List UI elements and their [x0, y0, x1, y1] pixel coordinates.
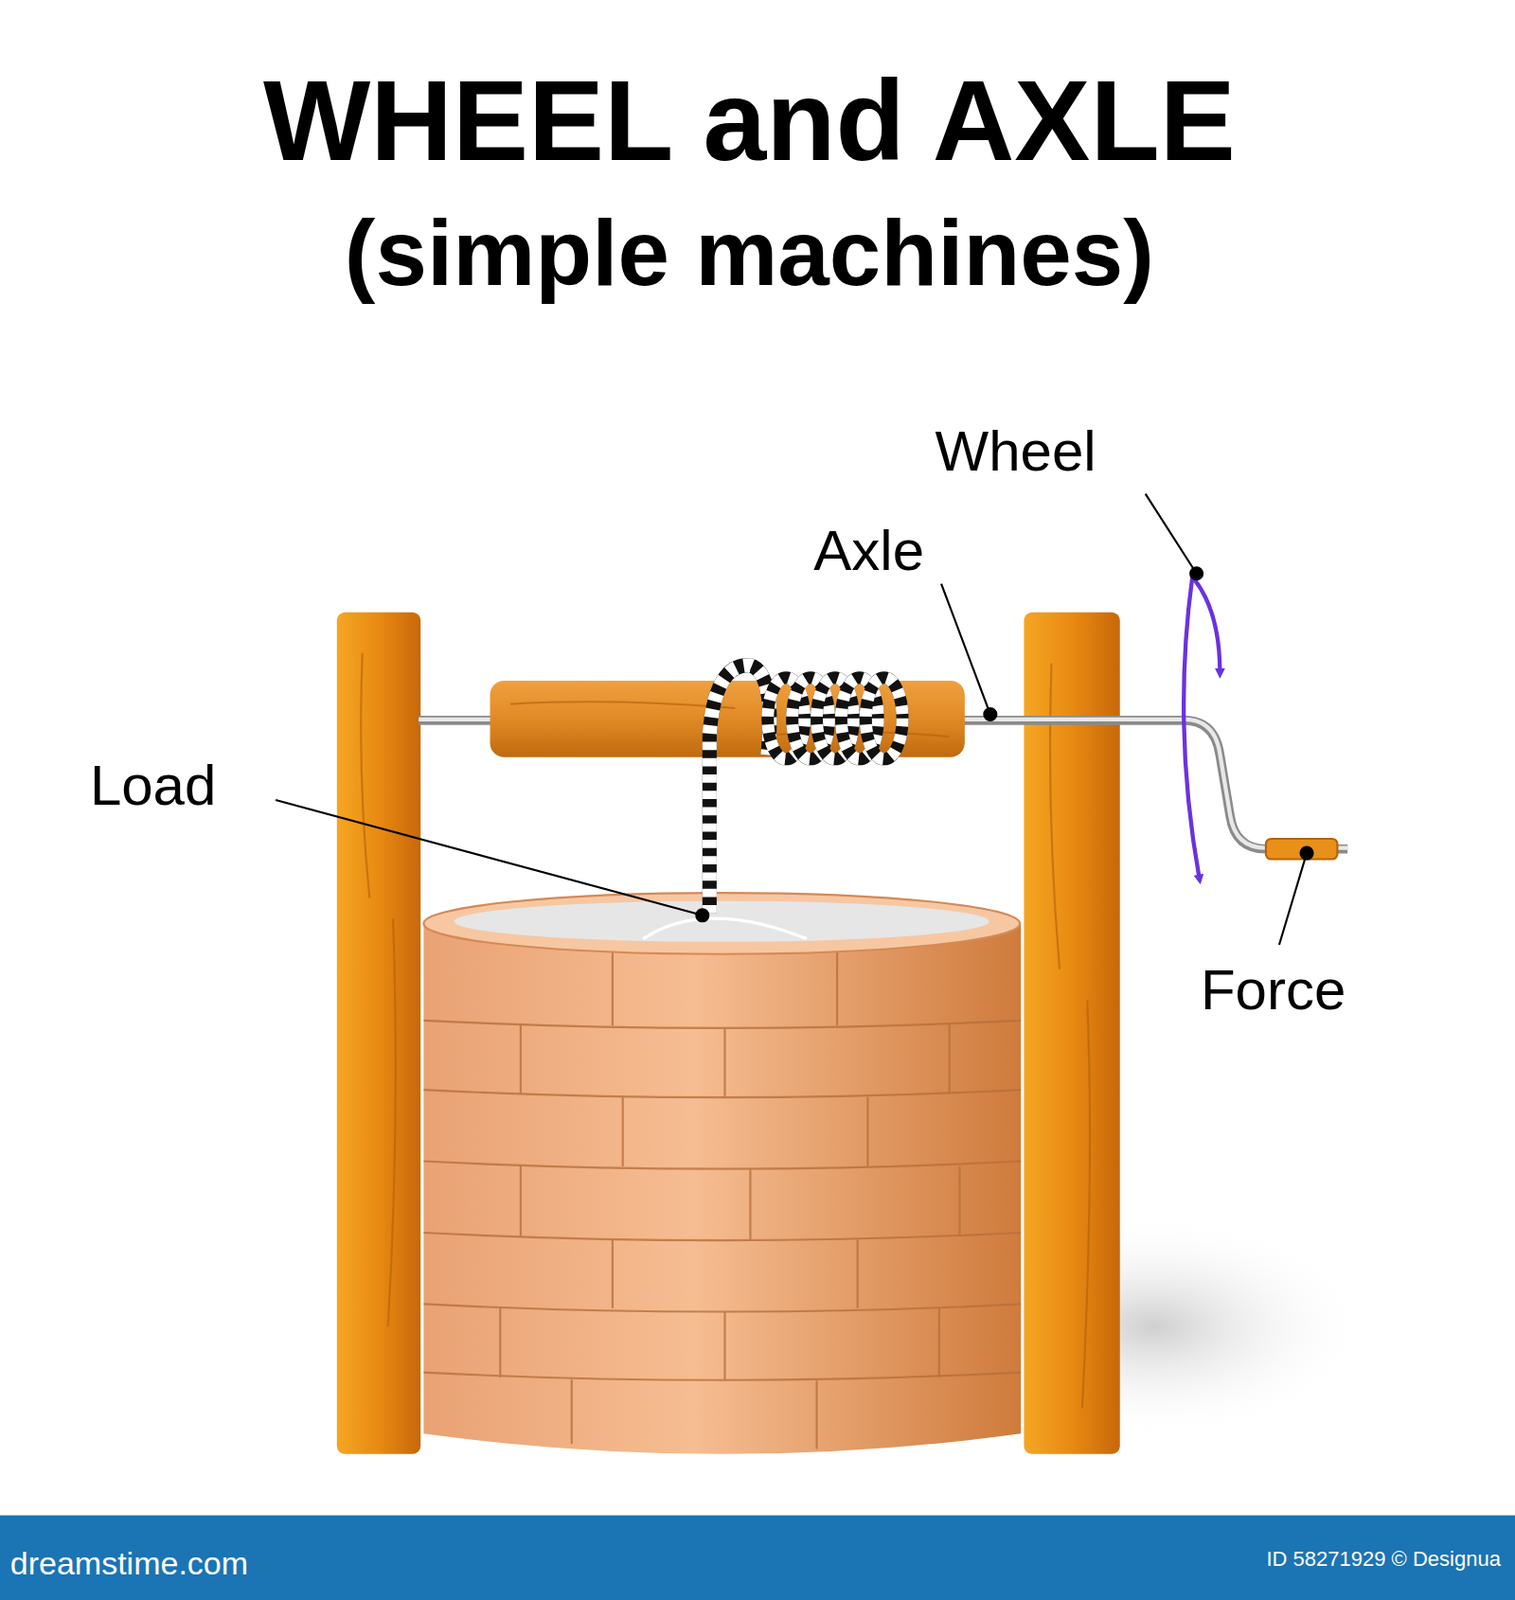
part-label: Force: [1200, 962, 1346, 1019]
part-label: Load: [89, 757, 216, 815]
title: WHEEL and AXLE: [263, 63, 1236, 178]
part-label: Axle: [813, 522, 925, 580]
subtitle: (simple machines): [344, 206, 1155, 300]
part-label: Wheel: [935, 423, 1097, 481]
rope-coil: [865, 677, 903, 760]
watermark: dreamstime.com: [10, 1547, 249, 1580]
rope-coil: [865, 677, 903, 760]
image-id: ID 58271929 © Designua: [1266, 1549, 1501, 1570]
